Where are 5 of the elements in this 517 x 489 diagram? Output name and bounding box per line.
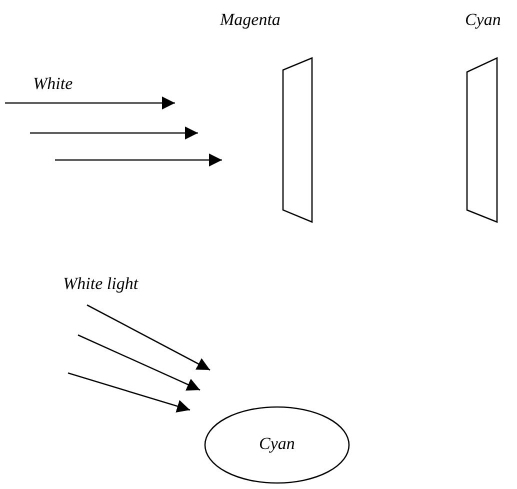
filter-label: Cyan: [465, 10, 501, 30]
light-label: White: [33, 74, 73, 94]
filter-label: Magenta: [220, 10, 280, 30]
ellipse-label: Cyan: [258, 434, 296, 454]
light-label: White light: [63, 274, 138, 294]
